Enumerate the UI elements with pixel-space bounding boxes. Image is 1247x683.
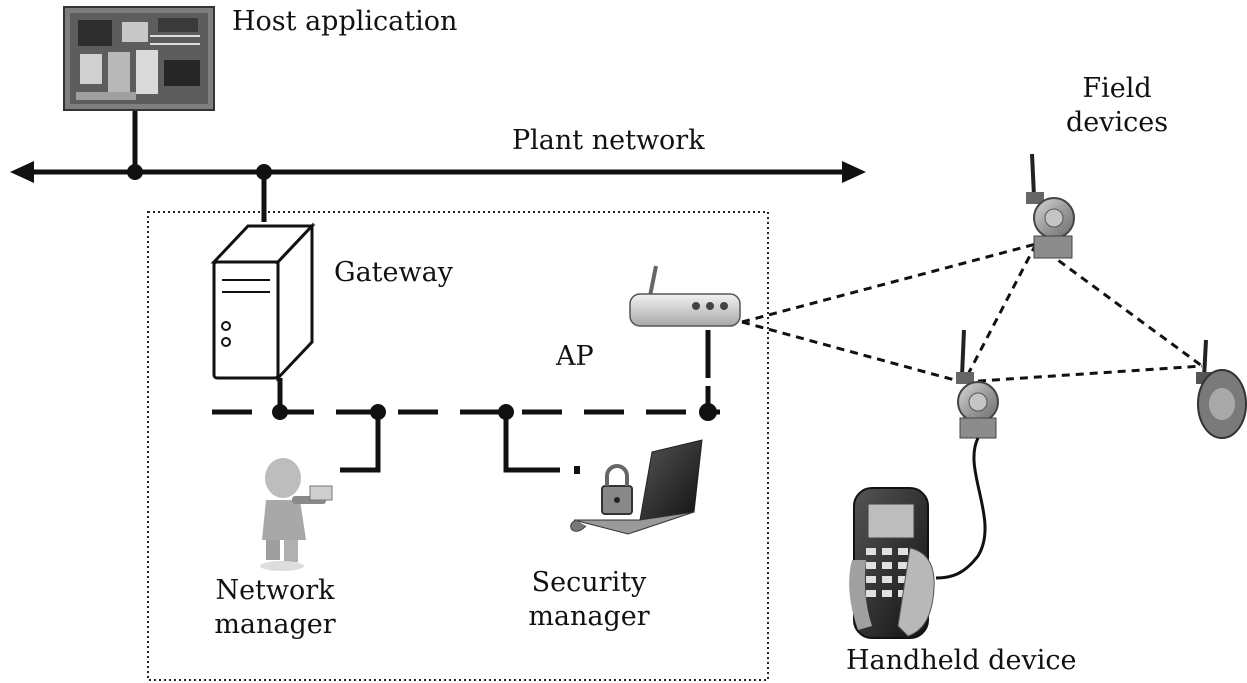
arrow-left-icon — [10, 161, 34, 183]
handheld-cable — [935, 437, 987, 580]
field-devices-label: Field devices — [1052, 72, 1182, 140]
server-tower-icon — [210, 222, 316, 382]
security-manager-label-line1: Security — [531, 567, 647, 598]
junction-dot — [256, 164, 272, 180]
gateway-label: Gateway — [334, 257, 453, 288]
wireless-router-icon — [629, 265, 741, 327]
junction-dot — [699, 403, 717, 421]
plant-network-bus — [10, 110, 866, 222]
handheld-communicator-icon — [849, 487, 935, 639]
network-manager-label-line1: Network — [215, 575, 335, 606]
host-application-label: Host application — [232, 6, 458, 37]
field-devices-label-line1: Field — [1082, 73, 1152, 104]
arrow-right-icon — [842, 161, 866, 183]
junction-dot — [127, 164, 143, 180]
internal-network — [212, 330, 720, 474]
security-manager-label: Security manager — [514, 566, 664, 634]
ap-label: AP — [556, 341, 594, 372]
dotted-enclosure — [147, 211, 769, 681]
person-with-clipboard-icon — [260, 458, 333, 571]
field-devices-label-line2: devices — [1065, 106, 1169, 138]
plant-network-label: Plant network — [512, 125, 705, 156]
network-manager-label-line2: manager — [214, 608, 336, 640]
handheld-device-label: Handheld device — [846, 645, 1077, 676]
laptop-with-padlock-icon — [570, 439, 703, 535]
wireless-transmitter-icon — [956, 329, 999, 439]
wireless-links — [741, 242, 1203, 384]
wireless-transmitter-icon — [1196, 339, 1247, 439]
circuit-board-icon — [63, 6, 215, 111]
junction-dot — [272, 404, 288, 420]
wireless-transmitter-icon — [1026, 153, 1075, 259]
security-manager-label-line2: manager — [528, 600, 650, 632]
network-manager-label: Network manager — [200, 574, 350, 642]
